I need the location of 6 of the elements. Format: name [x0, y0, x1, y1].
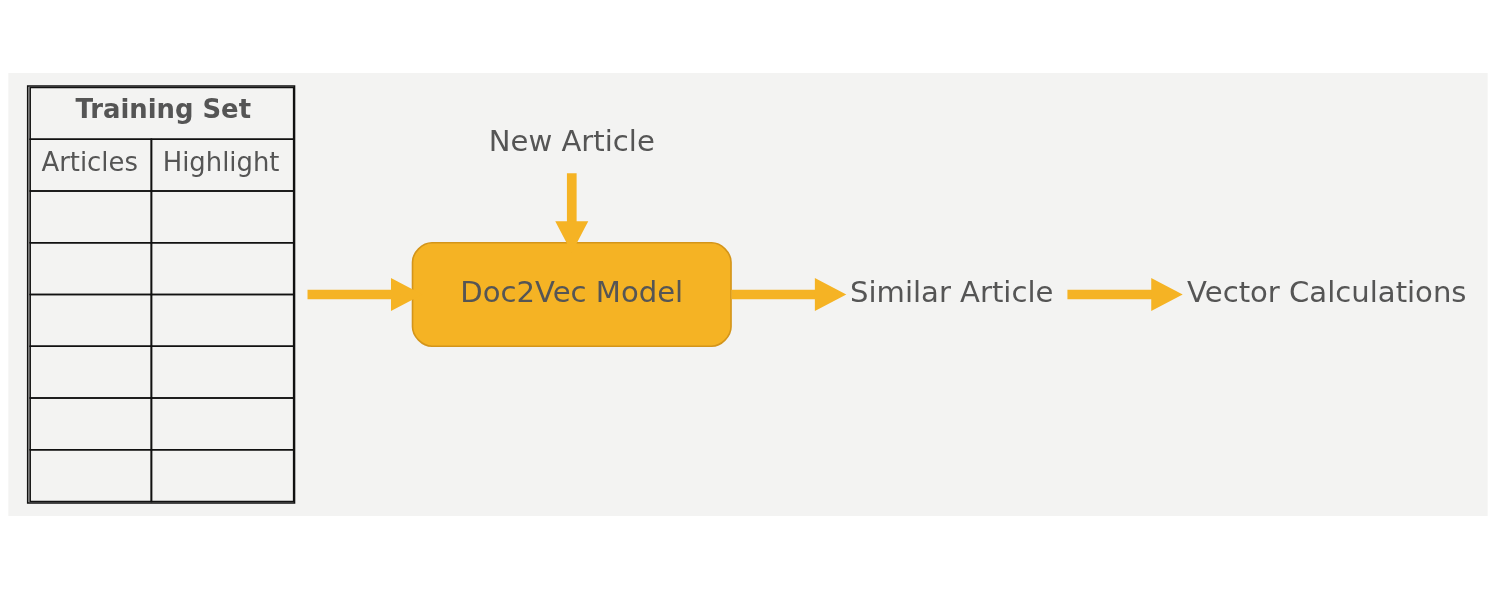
- node-text: Vector Calculations: [1187, 274, 1467, 309]
- arrow: [731, 278, 847, 311]
- node-text: Similar Article: [850, 274, 1054, 309]
- node-box: Doc2Vec Model: [411, 241, 732, 348]
- arrow: [1067, 278, 1183, 311]
- node-text: New Article: [488, 124, 655, 159]
